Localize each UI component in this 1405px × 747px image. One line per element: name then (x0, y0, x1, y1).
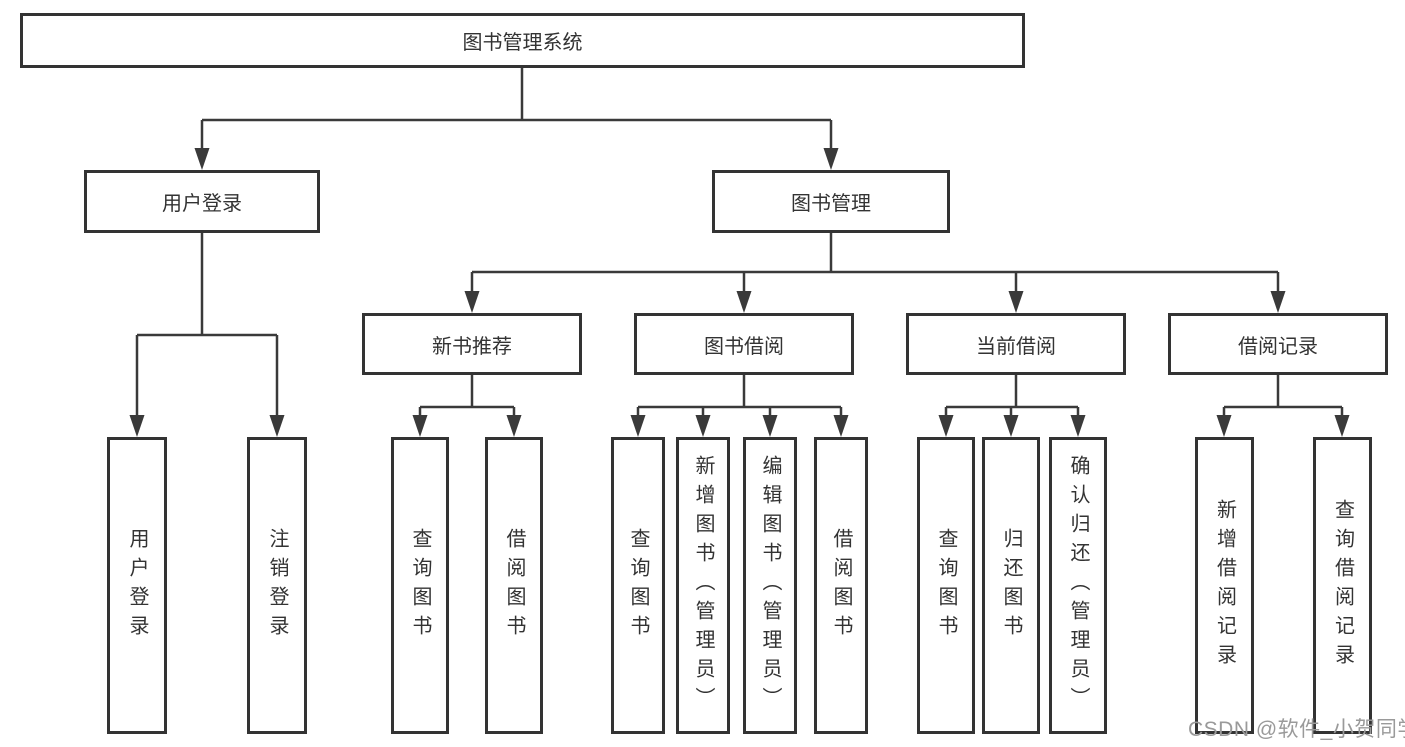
leaf-current-return-books-label: 归还图书 (1000, 527, 1022, 644)
leaf-borrowing-query-books-label: 查询图书 (627, 527, 649, 644)
node-library-management-system: 图书管理系统 (20, 13, 1025, 68)
leaf-current-query-books: 查询图书 (917, 437, 975, 734)
leaf-user-login-action-label: 用户登录 (126, 527, 148, 644)
leaf-recommend-borrow-books-label: 借阅图书 (503, 527, 525, 644)
leaf-records-add-record: 新增借阅记录 (1195, 437, 1254, 734)
leaf-records-query-record-label: 查询借阅记录 (1331, 498, 1354, 673)
connector-new-book-recommendation (412, 375, 522, 437)
leaf-borrowing-edit-books-admin: 编辑图书（管理员） (743, 437, 797, 734)
node-current-borrowing: 当前借阅 (906, 313, 1126, 375)
node-new-book-recommendation: 新书推荐 (362, 313, 582, 375)
leaf-recommend-query-books: 查询图书 (391, 437, 449, 734)
node-book-management-label: 图书管理 (791, 193, 871, 215)
leaf-current-return-books: 归还图书 (982, 437, 1040, 734)
leaf-borrowing-query-books: 查询图书 (611, 437, 665, 734)
node-book-management: 图书管理 (712, 170, 950, 233)
node-book-borrowing-label: 图书借阅 (704, 335, 784, 358)
leaf-current-confirm-return-admin-label: 确认归还（管理员） (1067, 455, 1089, 716)
node-borrowing-records: 借阅记录 (1168, 313, 1388, 375)
leaf-logout-action: 注销登录 (247, 437, 307, 734)
node-user-login-label: 用户登录 (162, 193, 242, 215)
leaf-records-query-record: 查询借阅记录 (1313, 437, 1372, 734)
connector-book-management (464, 233, 1286, 313)
leaf-borrowing-add-books-admin-label: 新增图书（管理员） (692, 455, 714, 716)
connector-current-borrowing (938, 375, 1086, 437)
leaf-current-confirm-return-admin: 确认归还（管理员） (1049, 437, 1107, 734)
leaf-recommend-borrow-books: 借阅图书 (485, 437, 543, 734)
leaf-logout-action-label: 注销登录 (266, 527, 288, 644)
connector-book-borrowing (630, 375, 849, 437)
node-user-login: 用户登录 (84, 170, 320, 233)
node-book-borrowing: 图书借阅 (634, 313, 854, 375)
node-borrowing-records-label: 借阅记录 (1238, 335, 1318, 358)
connector-user-login (129, 233, 285, 437)
leaf-current-query-books-label: 查询图书 (935, 527, 957, 644)
connector-borrowing-records (1216, 375, 1350, 437)
leaf-borrowing-edit-books-admin-label: 编辑图书（管理员） (759, 455, 781, 716)
node-current-borrowing-label: 当前借阅 (976, 335, 1056, 358)
watermark-text: CSDN @软件_小贺同学 (1188, 718, 1405, 741)
leaf-recommend-query-books-label: 查询图书 (409, 527, 431, 644)
leaf-borrowing-borrow-books-label: 借阅图书 (830, 527, 852, 644)
leaf-records-add-record-label: 新增借阅记录 (1213, 498, 1236, 673)
leaf-borrowing-add-books-admin: 新增图书（管理员） (676, 437, 730, 734)
node-library-management-system-label: 图书管理系统 (462, 32, 583, 54)
connector-root (194, 68, 839, 170)
leaf-borrowing-borrow-books: 借阅图书 (814, 437, 868, 734)
leaf-user-login-action: 用户登录 (107, 437, 167, 734)
node-new-book-recommendation-label: 新书推荐 (432, 335, 512, 358)
